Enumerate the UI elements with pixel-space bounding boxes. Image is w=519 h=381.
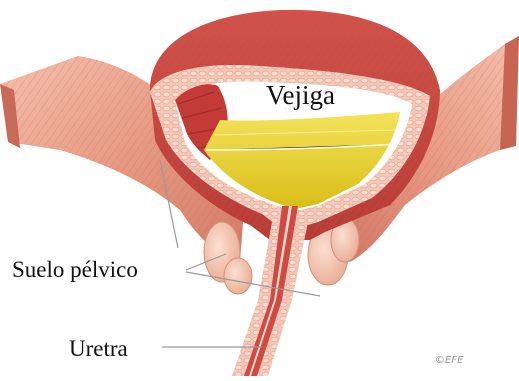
pelvic-floor-label: Suelo pélvico	[12, 257, 138, 283]
copyright-credit: ©EFE	[435, 355, 463, 366]
urethra-label: Uretra	[69, 336, 128, 362]
leader-line-pelvic-right	[186, 272, 320, 296]
bladder-label: Vejiga	[266, 80, 335, 111]
